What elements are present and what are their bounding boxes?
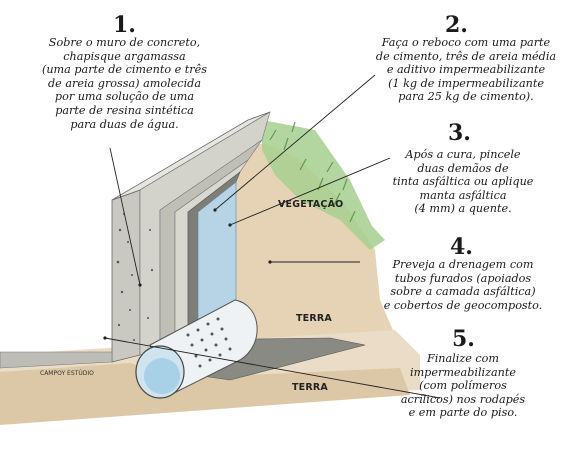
soil-mass bbox=[225, 143, 395, 365]
step-4-text: Preveja a drenagem com tubos furados (ap… bbox=[383, 258, 543, 312]
step-4-number: 4. bbox=[450, 234, 473, 260]
concrete-aggregate bbox=[116, 213, 154, 341]
step-1-number: 1. bbox=[113, 12, 136, 38]
leader-lines bbox=[104, 74, 441, 399]
step-2-text: Faça o reboco com uma parte de cimento, … bbox=[375, 36, 557, 104]
label-studio-credit: CAMPOY ESTÚDIO bbox=[40, 370, 94, 377]
step-3-text: Após a cura, pincele duas demãos de tint… bbox=[392, 148, 534, 216]
step-1-text: Sobre o muro de concreto, chapisque arga… bbox=[41, 36, 208, 131]
step-5-number: 5. bbox=[452, 326, 475, 352]
floor-slab bbox=[0, 351, 113, 369]
vegetation-area bbox=[262, 120, 385, 250]
ground-base bbox=[0, 363, 410, 425]
label-terra-upper: TERRA bbox=[296, 313, 332, 324]
concrete-wall-face bbox=[111, 189, 141, 363]
step-5-text: Finalize com impermeabilizante (com polí… bbox=[400, 352, 526, 420]
drain-pipe-inner bbox=[144, 358, 180, 394]
label-vegetacao: VEGETAÇÃO bbox=[278, 199, 344, 210]
leader-dots bbox=[103, 208, 272, 340]
label-terra-lower: TERRA bbox=[292, 382, 328, 393]
step-2-number: 2. bbox=[445, 12, 468, 38]
step-3-number: 3. bbox=[448, 120, 471, 146]
vegetation-strokes bbox=[269, 121, 356, 223]
drain-pipe-holes bbox=[186, 317, 232, 368]
